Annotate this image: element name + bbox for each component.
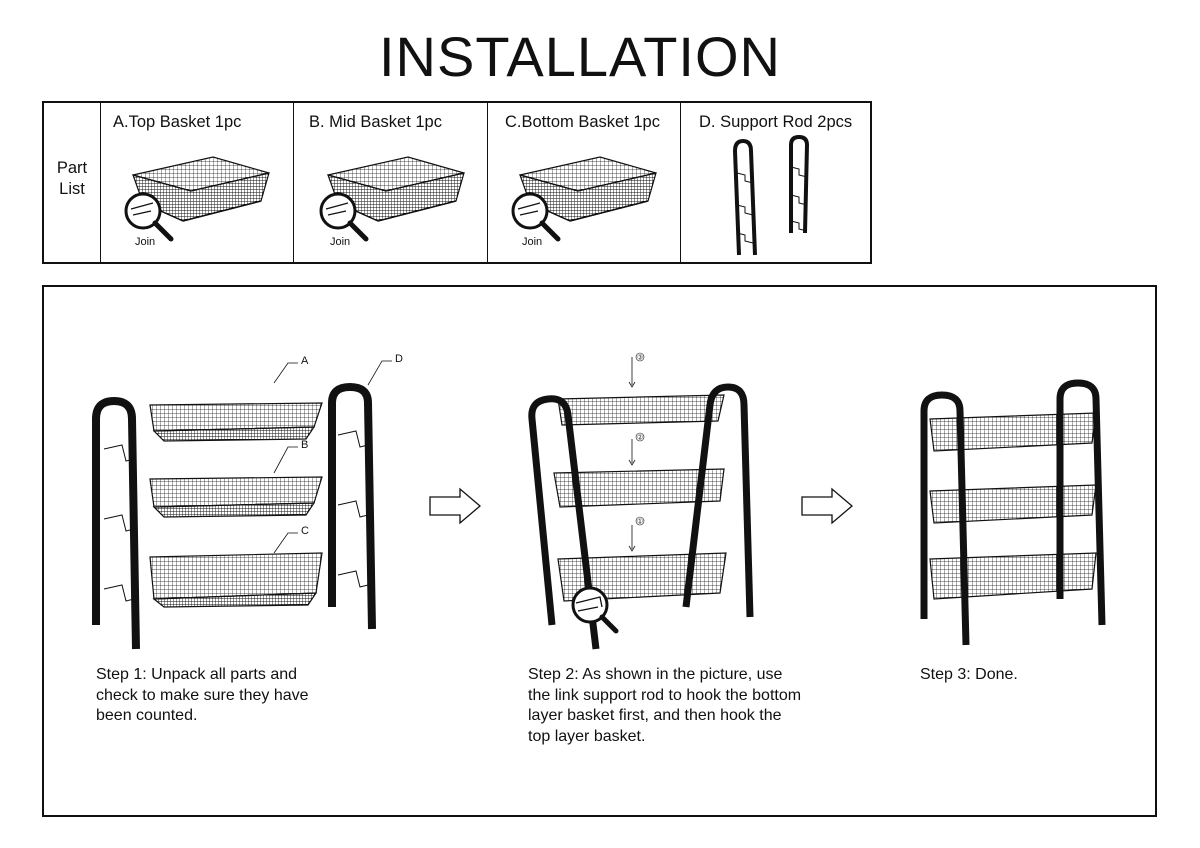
callout-a: A (301, 355, 309, 367)
part-a-cell: A.Top Basket 1pc Join (100, 103, 294, 262)
part-list-table: Part List A.Top Basket 1pc Join B. Mid B… (42, 101, 872, 264)
part-list-label: Part List (56, 159, 88, 198)
callout-d: D (395, 353, 403, 365)
part-a-label: A.Top Basket 1pc (113, 113, 242, 131)
step2-instructions: Step 2: As shown in the picture, use the… (528, 666, 802, 745)
step2-assembly-illustration: ③ ② ① (528, 352, 754, 650)
top-basket-illustration (124, 156, 270, 242)
basket-c (149, 552, 323, 608)
next-step-arrow-icon-2 (801, 487, 854, 525)
part-d-cell: D. Support Rod 2pcs (680, 103, 871, 262)
callout-b: B (301, 439, 309, 451)
part-c-join-note: Join (522, 236, 543, 248)
basket-b (149, 476, 323, 518)
part-c-label: C.Bottom Basket 1pc (505, 113, 660, 131)
part-b-join-note: Join (330, 236, 351, 248)
callout-1: ① (637, 518, 643, 526)
bottom-basket-illustration (511, 156, 657, 242)
mid-basket-illustration (319, 156, 465, 242)
next-step-arrow-icon (429, 487, 482, 525)
step1-instructions: Step 1: Unpack all parts and check to ma… (96, 666, 309, 724)
callout-3: ③ (637, 354, 643, 362)
step3-instructions: Step 3: Done. (920, 666, 1018, 683)
step3-finished-rack-illustration (920, 379, 1106, 646)
part-b-cell: B. Mid Basket 1pc Join (293, 103, 488, 262)
step1-exploded-illustration (92, 360, 392, 650)
part-a-join-note: Join (135, 236, 156, 248)
part-d-label: D. Support Rod 2pcs (699, 113, 853, 131)
page-title: INSTALLATION (378, 25, 781, 88)
callout-2: ② (637, 434, 643, 442)
support-rods-illustration (732, 134, 810, 256)
installation-steps-panel: A B C D ③ ② ① Step 1: Unpack all p (42, 285, 1157, 817)
callout-c: C (301, 525, 309, 537)
part-c-cell: C.Bottom Basket 1pc Join (487, 103, 681, 262)
basket-a (149, 402, 323, 442)
part-b-label: B. Mid Basket 1pc (309, 113, 442, 131)
